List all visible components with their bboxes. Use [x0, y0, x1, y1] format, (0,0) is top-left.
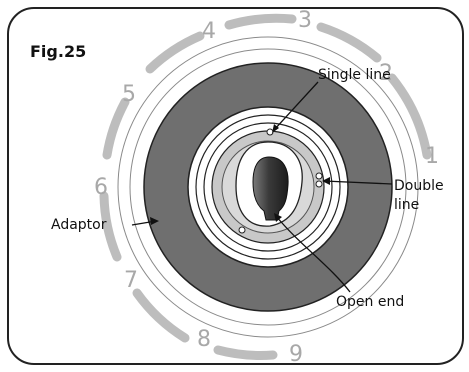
- dial-segment-7: [132, 288, 190, 343]
- arrowheads: [150, 124, 330, 225]
- dial-segment-2: [316, 22, 382, 63]
- adaptor-arrowhead: [150, 217, 159, 225]
- outer-thin-ring: [117, 36, 419, 338]
- adaptor-ring: [144, 63, 392, 311]
- dial-number-2: 2: [379, 61, 393, 86]
- double-line-notch-1: [315, 172, 323, 180]
- open-end-label: Open end: [336, 294, 404, 310]
- open-end-arrowhead: [274, 213, 282, 222]
- single-line-notch: [266, 128, 274, 136]
- double-line-leader: [323, 180, 393, 185]
- dial-number-6: 6: [94, 175, 108, 200]
- dial-number-9: 9: [289, 342, 303, 367]
- double-line-label-line1: Double: [394, 178, 444, 194]
- dial-number-7: 7: [124, 268, 138, 293]
- dial-number-3: 3: [298, 8, 312, 33]
- double-line-notch-2: [315, 180, 323, 188]
- bottom-notch: [238, 226, 246, 234]
- single-line-label: Single line: [318, 67, 391, 83]
- dial-number-4: 4: [202, 19, 216, 44]
- open-end-leader: [275, 215, 351, 293]
- single-line-arrowhead: [272, 124, 279, 133]
- adaptor-outer-edge: [143, 62, 393, 312]
- dial-number-8: 8: [197, 327, 211, 352]
- dial-number-5: 5: [122, 82, 136, 107]
- single-line-leader: [273, 81, 319, 131]
- dial-number-1: 1: [425, 144, 439, 169]
- dial-segment-5: [102, 97, 130, 160]
- dial-segment-1: [387, 73, 432, 160]
- callout-labels: Single line Double line Adaptor Open end: [51, 67, 444, 310]
- adaptor-inner-edge: [187, 106, 349, 268]
- double-line-label-line2: line: [394, 197, 419, 213]
- dial-numbers: 1 2 3 4 5 6 7 8 9: [94, 8, 439, 367]
- middle-thin-ring: [129, 48, 407, 326]
- dial-segment-6: [99, 191, 122, 262]
- adaptor-label: Adaptor: [51, 217, 107, 233]
- dial-scale: [99, 13, 432, 360]
- dial-segment-4: [145, 31, 205, 74]
- dial-segment-8: [213, 345, 278, 360]
- open-end-slot: [252, 156, 289, 221]
- figure-title: Fig.25: [30, 42, 86, 61]
- dial-segment-3: [224, 13, 297, 30]
- double-line-arrowhead: [322, 177, 330, 185]
